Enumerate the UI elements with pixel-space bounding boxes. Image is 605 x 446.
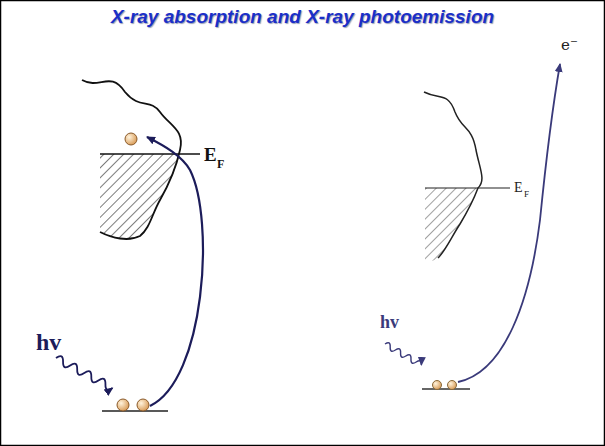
fermi-level-subscript: F: [217, 158, 224, 170]
figure-title: X-ray absorption and X-ray photoemission: [0, 6, 605, 29]
photon-label: hv: [380, 313, 399, 331]
fermi-level-label: E: [204, 145, 217, 164]
fermi-level-label: E: [514, 181, 523, 195]
fermi-level-subscript: F: [524, 190, 529, 199]
photon-label: hv: [36, 330, 61, 354]
electron-label: e⁻: [561, 38, 578, 53]
